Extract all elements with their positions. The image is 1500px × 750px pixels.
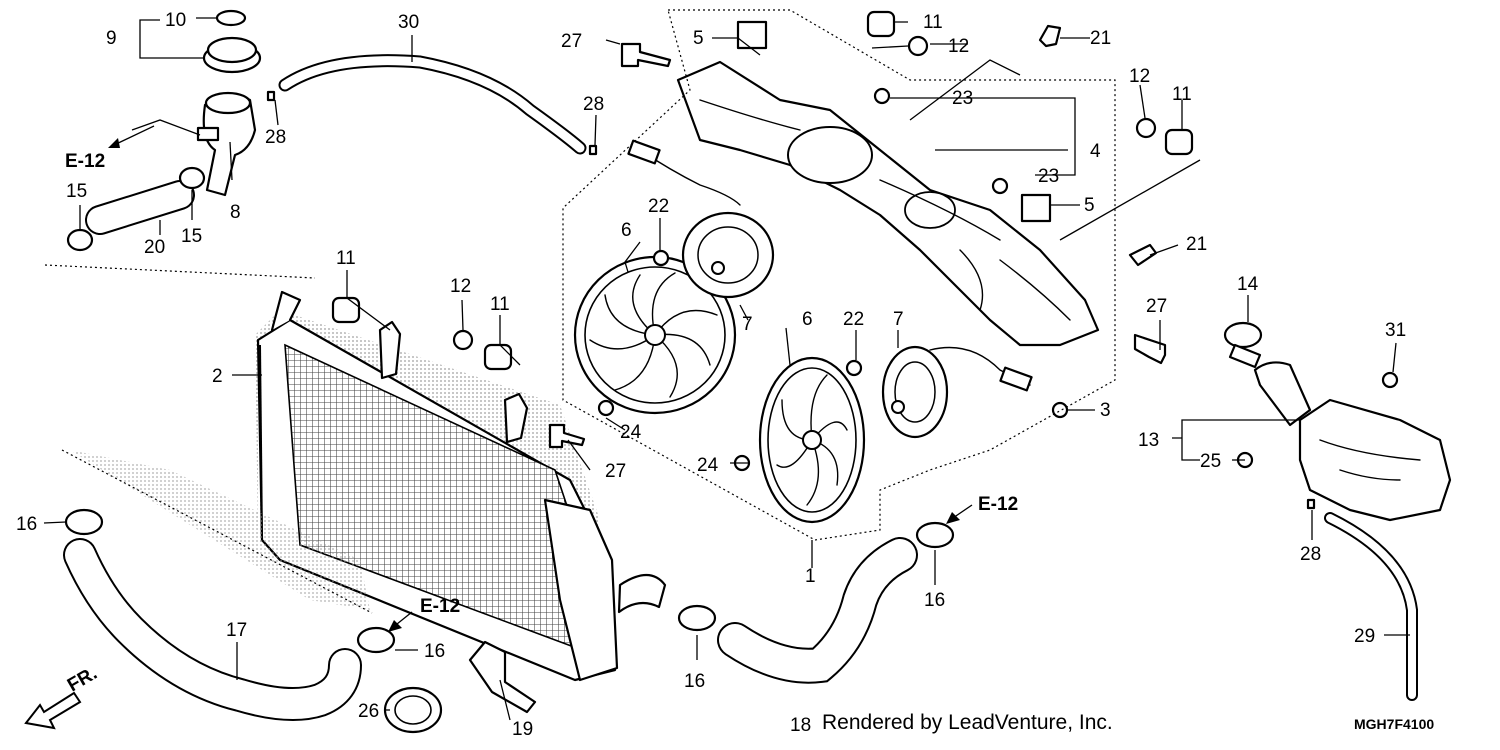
callout-23: 23 — [952, 88, 973, 109]
callout-31: 31 — [1385, 320, 1406, 341]
ref-label: E-12 — [420, 596, 460, 617]
cross-ref-left: E-12 — [65, 125, 155, 172]
callout-27: 27 — [561, 31, 582, 52]
callout-14: 14 — [1237, 274, 1259, 295]
callout-16: 16 — [424, 641, 445, 662]
callout-16: 16 — [684, 671, 705, 692]
callout-9: 9 — [106, 28, 117, 49]
ref-label: E-12 — [978, 494, 1018, 515]
callout-numbers: 1 2 3 4 5 5 6 6 7 7 8 9 10 11 11 11 11 1… — [16, 10, 1406, 740]
callout-18: 18 — [790, 715, 811, 736]
reserve-tank — [1223, 321, 1452, 522]
fan-shroud — [676, 60, 1100, 347]
callout-24: 24 — [697, 455, 719, 476]
callout-25: 25 — [1200, 451, 1221, 472]
callout-26: 26 — [358, 701, 379, 722]
callout-6: 6 — [802, 309, 813, 330]
front-direction-arrow: FR. — [24, 663, 101, 730]
callout-5: 5 — [693, 28, 704, 49]
callout-27: 27 — [1146, 296, 1167, 317]
callout-16: 16 — [924, 590, 945, 611]
small-hardware — [266, 10, 1399, 510]
cross-ref-mid: E-12 — [388, 596, 460, 632]
callout-15: 15 — [181, 226, 202, 247]
callout-28: 28 — [1300, 544, 1321, 565]
callout-17: 17 — [226, 620, 247, 641]
radiator-cap — [202, 9, 262, 74]
callout-12: 12 — [948, 36, 969, 57]
diagram-code: MGH7F4100 — [1354, 716, 1435, 732]
callout-10: 10 — [165, 10, 186, 31]
callout-30: 30 — [398, 12, 419, 33]
callout-19: 19 — [512, 719, 533, 740]
callout-6: 6 — [621, 220, 632, 241]
callout-11: 11 — [1172, 84, 1192, 105]
front-label: FR. — [64, 663, 101, 696]
callout-11: 11 — [490, 294, 510, 315]
callout-12: 12 — [1129, 66, 1150, 87]
hose-clamps — [64, 166, 955, 734]
callout-8: 8 — [230, 202, 241, 223]
callout-13: 13 — [1138, 430, 1159, 451]
cooling-fan-lower — [758, 345, 949, 524]
callout-20: 20 — [144, 237, 165, 258]
callout-5: 5 — [1084, 195, 1095, 216]
callout-22: 22 — [648, 196, 669, 217]
callout-22: 22 — [843, 309, 864, 330]
radiator-shadow-region — [70, 450, 370, 610]
callout-21: 21 — [1090, 28, 1111, 49]
callout-7: 7 — [893, 309, 904, 330]
credit-text: Rendered by LeadVenture, Inc. — [822, 711, 1113, 734]
cooling-fan-upper — [573, 211, 775, 415]
dash-1 — [44, 264, 316, 279]
callout-11: 11 — [923, 12, 943, 33]
callout-7: 7 — [742, 314, 753, 335]
dash-2 — [61, 449, 373, 614]
callout-28: 28 — [265, 127, 286, 148]
callout-24: 24 — [620, 422, 642, 443]
fan-assembly-group-outline — [562, 9, 1116, 541]
callout-29: 29 — [1354, 626, 1375, 647]
callout-21: 21 — [1186, 234, 1207, 255]
callout-28: 28 — [583, 94, 604, 115]
cross-ref-right: E-12 — [946, 494, 1018, 524]
callout-2: 2 — [212, 366, 223, 387]
callout-4: 4 — [1090, 141, 1101, 162]
callout-3: 3 — [1100, 400, 1111, 421]
bracket-19 — [468, 640, 537, 714]
filler-neck — [196, 91, 257, 197]
leader-lines — [43, 17, 1410, 721]
ref-label: E-12 — [65, 151, 105, 172]
hose-30 — [278, 54, 587, 155]
callout-15: 15 — [66, 181, 87, 202]
callout-12: 12 — [450, 276, 471, 297]
callout-27: 27 — [605, 461, 626, 482]
callout-23: 23 — [1038, 166, 1059, 187]
callout-11: 11 — [336, 248, 356, 269]
callout-1: 1 — [805, 566, 816, 587]
callout-16: 16 — [16, 514, 37, 535]
